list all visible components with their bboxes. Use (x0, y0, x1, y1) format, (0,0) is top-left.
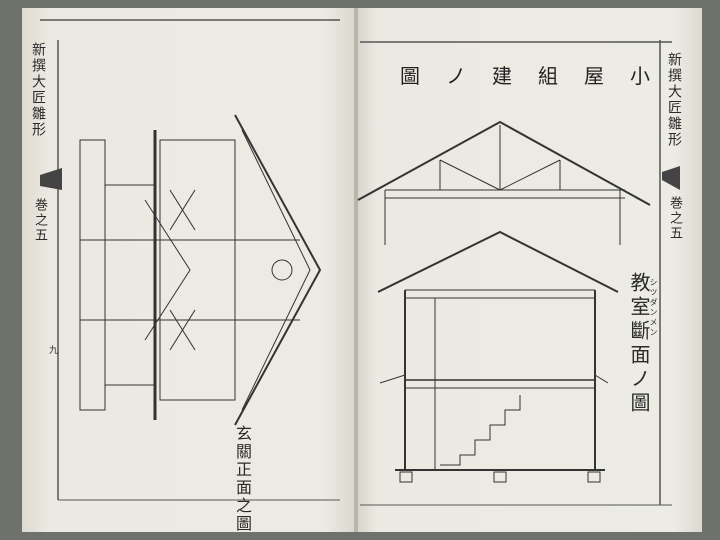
right-fishtail-mark (662, 166, 680, 190)
classroom-section-caption: 教室斷面ノ圖 (627, 272, 651, 416)
caption-reading: シツダンメン (649, 278, 658, 338)
entrance-elevation-drawing (79, 114, 322, 426)
right-page (356, 8, 702, 532)
roof-truss-drawing (357, 120, 651, 245)
left-margin-title: 新撰大匠雛形 (30, 42, 46, 138)
right-volume-label: 巻之五 (667, 196, 682, 241)
roof-truss-title: 小屋組建ノ圖 (400, 64, 676, 88)
right-margin-title: 新撰大匠雛形 (666, 52, 682, 148)
book-spine (354, 8, 358, 532)
left-fishtail-mark (40, 168, 62, 190)
left-page-frame (40, 19, 340, 501)
classroom-section-drawing (377, 230, 619, 483)
right-page-frame (360, 40, 672, 506)
entrance-caption: 玄關正面之圖 (233, 425, 252, 533)
left-volume-label: 巻之五 (32, 198, 47, 243)
left-page-number: 九 (47, 345, 57, 356)
